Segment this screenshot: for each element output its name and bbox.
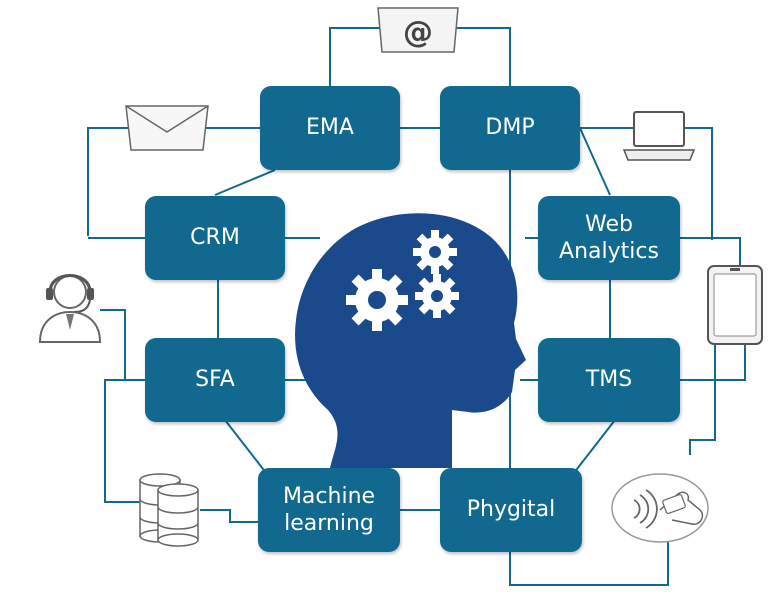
dmp-label: DMP	[485, 115, 535, 141]
sfa-node: SFA	[145, 338, 285, 422]
crm-node: CRM	[145, 196, 285, 280]
web-analytics-label-line1: Web	[585, 211, 633, 237]
web-analytics-node: Web Analytics	[538, 196, 680, 280]
machine-learning-label-line2: learning	[284, 511, 374, 536]
envelope-icon	[125, 105, 209, 151]
tablet-icon	[707, 265, 763, 345]
sfa-label: SFA	[195, 367, 235, 393]
database-icon	[139, 473, 199, 547]
phygital-node: Phygital	[440, 468, 582, 552]
svg-text:@: @	[403, 15, 433, 50]
headset-agent-icon	[38, 274, 102, 343]
crm-label: CRM	[190, 225, 240, 251]
dmp-node: DMP	[440, 86, 580, 170]
head-icon	[295, 213, 526, 468]
email-at-icon: @	[377, 7, 459, 53]
laptop-icon	[622, 111, 696, 161]
ema-node: EMA	[260, 86, 400, 170]
tms-node: TMS	[538, 338, 680, 422]
machine-learning-label-line1: Machine	[282, 483, 376, 509]
tms-label: TMS	[585, 367, 633, 393]
ema-label: EMA	[306, 115, 354, 141]
contactless-payment-icon	[611, 473, 709, 543]
phygital-label: Phygital	[466, 497, 556, 523]
machine-learning-node: Machine learning	[258, 468, 400, 552]
web-analytics-label-line2: Analytics	[559, 239, 659, 264]
